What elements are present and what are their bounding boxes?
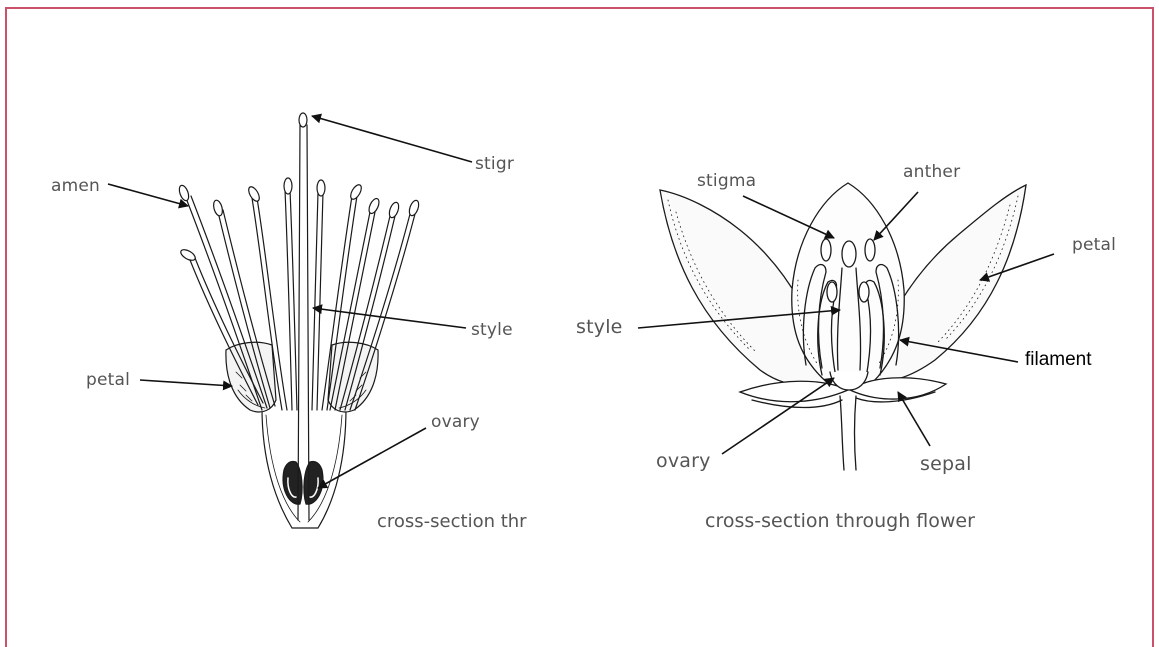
right-stem — [840, 396, 856, 470]
label-stigma-right: stigma — [697, 171, 756, 191]
label-sepal: sepal — [920, 453, 972, 475]
right-stigma — [842, 241, 856, 267]
right-arrow-sepal — [898, 392, 930, 446]
right-flower-drawing — [0, 0, 1159, 626]
label-filament: filament — [1025, 349, 1092, 371]
caption-right: cross-section through flower — [705, 510, 975, 532]
label-anther: anther — [903, 162, 960, 182]
label-ovary-right: ovary — [656, 450, 711, 472]
right-petal-back — [792, 183, 904, 385]
right-sepal-left — [740, 381, 848, 401]
label-style-right: style — [576, 316, 623, 338]
label-petal-right: petal — [1072, 235, 1116, 255]
